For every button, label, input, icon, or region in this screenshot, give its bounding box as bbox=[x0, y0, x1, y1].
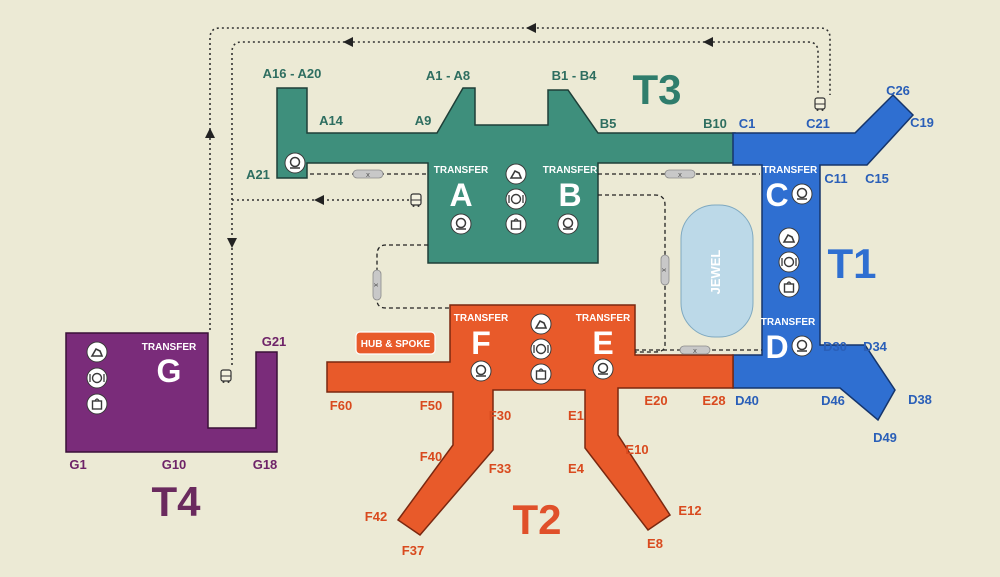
skytrain-icon bbox=[659, 254, 670, 286]
gate-label: E10 bbox=[625, 442, 648, 457]
gate-label: E12 bbox=[678, 503, 701, 518]
t3-gate-labels: A16 - A20 A1 - A8 B1 - B4 A14 A9 B5 B10 … bbox=[246, 66, 727, 182]
bus-icon bbox=[410, 193, 422, 208]
transfer-label-f: TRANSFER bbox=[454, 313, 509, 324]
skytrain-icon bbox=[352, 169, 384, 180]
transfer-label-e: TRANSFER bbox=[576, 313, 631, 324]
gate-label: C11 bbox=[824, 171, 847, 186]
gate-label: E1 bbox=[568, 408, 584, 423]
gate-label: F50 bbox=[420, 398, 442, 413]
dining-icon bbox=[530, 338, 552, 360]
hub-spoke-label: HUB & SPOKE bbox=[361, 339, 431, 350]
service-counter-icon bbox=[791, 335, 813, 357]
terminal-name-t3: T3 bbox=[632, 66, 681, 113]
service-counter-icon bbox=[470, 360, 492, 382]
gate-label: F40 bbox=[420, 449, 442, 464]
terminal-name-t1: T1 bbox=[827, 240, 876, 287]
gate-label: B5 bbox=[600, 116, 617, 131]
massage-chair-icon bbox=[778, 227, 800, 249]
massage-chair-icon bbox=[505, 163, 527, 185]
zone-f: F bbox=[471, 325, 491, 361]
gate-label: F30 bbox=[489, 408, 511, 423]
hub-spoke-box bbox=[355, 331, 436, 355]
shopping-bag-icon bbox=[86, 393, 108, 415]
bus-icon bbox=[220, 369, 232, 384]
zone-c: C bbox=[765, 177, 788, 213]
terminal-2-area bbox=[326, 304, 734, 536]
t1-gate-labels: C1 C21 C26 C19 C11 C15 D30 D34 D40 D46 D… bbox=[735, 83, 934, 445]
service-counter-icon bbox=[592, 358, 614, 380]
jewel-area bbox=[680, 204, 754, 338]
dining-icon bbox=[86, 367, 108, 389]
terminal-name-t4: T4 bbox=[151, 478, 201, 525]
shopping-bag-icon bbox=[778, 276, 800, 298]
gate-label: G18 bbox=[253, 457, 278, 472]
route-arrows bbox=[205, 23, 713, 248]
gate-label: A16 - A20 bbox=[263, 66, 322, 81]
gate-label: E4 bbox=[568, 461, 585, 476]
gate-label: A21 bbox=[246, 167, 270, 182]
gate-label: G10 bbox=[162, 457, 187, 472]
zone-g: G bbox=[157, 353, 182, 389]
service-counter-icon bbox=[791, 183, 813, 205]
gate-label: F33 bbox=[489, 461, 511, 476]
gate-label: D34 bbox=[863, 339, 888, 354]
service-counter-icon bbox=[557, 213, 579, 235]
gate-label: C19 bbox=[910, 115, 934, 130]
t2-gate-labels: F60 F50 F30 E1 E20 E28 F40 F33 E4 E10 F4… bbox=[330, 393, 726, 558]
gate-label: D46 bbox=[821, 393, 845, 408]
transfer-label-b: TRANSFER bbox=[543, 165, 598, 176]
gate-label: G21 bbox=[262, 334, 287, 349]
zone-letters: A B C D F E G bbox=[157, 177, 789, 389]
dining-icon bbox=[505, 188, 527, 210]
jewel-label: JEWEL bbox=[708, 250, 723, 295]
bus-routes bbox=[209, 27, 831, 365]
gate-label: B10 bbox=[703, 116, 727, 131]
zone-e: E bbox=[592, 325, 613, 361]
gate-label: G1 bbox=[69, 457, 86, 472]
service-counter-icon bbox=[450, 213, 472, 235]
skytrain-icon bbox=[371, 269, 382, 301]
zone-b: B bbox=[558, 177, 581, 213]
gate-label: A1 - A8 bbox=[426, 68, 470, 83]
terminal-4-area bbox=[65, 332, 278, 453]
transfer-label-a: TRANSFER bbox=[434, 165, 489, 176]
zone-a: A bbox=[449, 177, 472, 213]
gate-label: E8 bbox=[647, 536, 663, 551]
gate-label: C1 bbox=[739, 116, 756, 131]
gate-label: F60 bbox=[330, 398, 352, 413]
zone-d: D bbox=[765, 329, 788, 365]
gate-label: F37 bbox=[402, 543, 424, 558]
gate-label: B1 - B4 bbox=[552, 68, 598, 83]
massage-chair-icon bbox=[86, 341, 108, 363]
gate-label: C21 bbox=[806, 116, 830, 131]
gate-label: D49 bbox=[873, 430, 897, 445]
skytrain-icon bbox=[679, 345, 711, 356]
gate-label: C26 bbox=[886, 83, 910, 98]
transfer-label-c: TRANSFER bbox=[763, 165, 818, 176]
terminal-name-t2: T2 bbox=[512, 496, 561, 543]
skytrain-icon bbox=[664, 169, 696, 180]
gate-label: C15 bbox=[865, 171, 889, 186]
dining-icon bbox=[778, 251, 800, 273]
terminal-1-area bbox=[732, 93, 915, 422]
shopping-bag-icon bbox=[530, 363, 552, 385]
gate-label: E28 bbox=[702, 393, 725, 408]
t4-gate-labels: G21 G1 G10 G18 bbox=[69, 334, 286, 472]
transfer-labels: TRANSFER TRANSFER TRANSFER TRANSFER TRAN… bbox=[142, 165, 818, 353]
gate-label: F42 bbox=[365, 509, 387, 524]
transfer-label-d: TRANSFER bbox=[761, 317, 816, 328]
gate-label: D40 bbox=[735, 393, 759, 408]
bus-icon bbox=[814, 97, 826, 112]
gate-label: A14 bbox=[319, 113, 344, 128]
massage-chair-icon bbox=[530, 313, 552, 335]
gate-label: D30 bbox=[823, 339, 847, 354]
transfer-label-g: TRANSFER bbox=[142, 342, 197, 353]
gate-label: E20 bbox=[644, 393, 667, 408]
shopping-bag-icon bbox=[505, 213, 527, 235]
gate-label: A9 bbox=[415, 113, 432, 128]
service-counter-icon bbox=[284, 152, 306, 174]
gate-label: D38 bbox=[908, 392, 932, 407]
